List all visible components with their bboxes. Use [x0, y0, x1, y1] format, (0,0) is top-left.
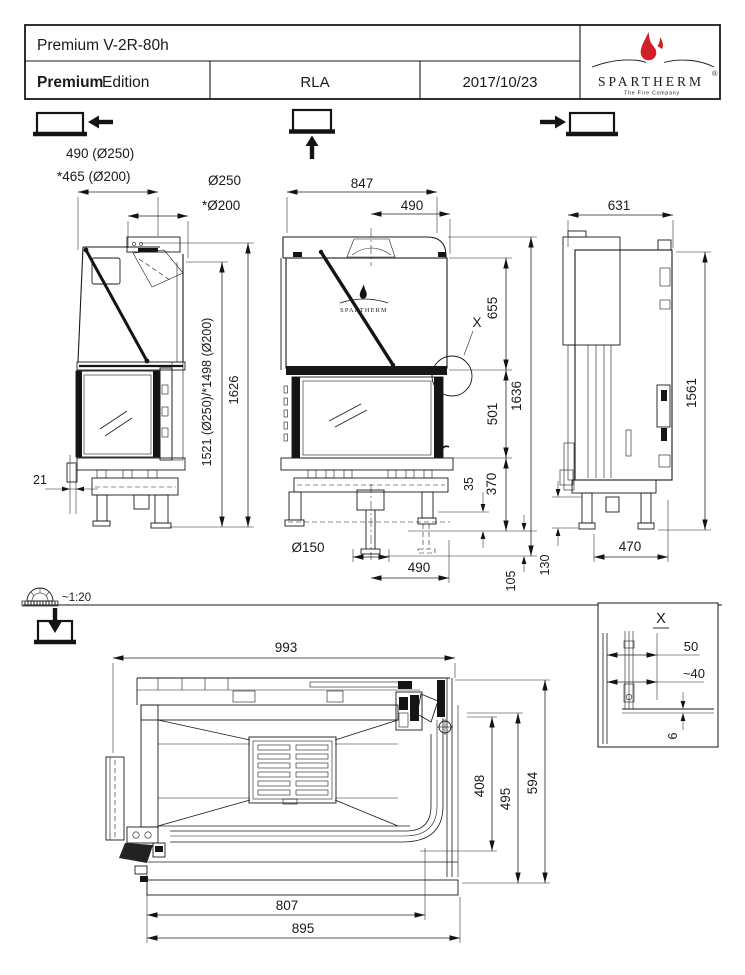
door-lift-cable — [319, 251, 395, 366]
dim-side-depth: 631 — [608, 198, 631, 213]
edition-label-light: Edition — [102, 74, 149, 91]
dim-leg-span: 470 — [619, 539, 642, 554]
dim-total-height-front: 1636 — [509, 381, 524, 411]
detail-x-circle — [431, 355, 473, 397]
corner-mechanism-left — [119, 826, 166, 875]
model-title: Premium V-2R-80h — [37, 37, 169, 54]
side-duct-box — [105, 756, 125, 841]
dim-leg-height: 130 — [538, 555, 552, 576]
edition-label-bold: Premium — [37, 74, 103, 91]
dim-glass-height: 501 — [485, 403, 500, 426]
title-block: Premium V-2R-80h Premium Edition RLA 201… — [24, 24, 721, 100]
dim-flue-center-to-edge: 490 — [401, 198, 424, 213]
dim-base-height: 370 — [484, 473, 499, 496]
detail-x-callout: X — [472, 315, 481, 330]
dim-flue-offset-250: 490 (Ø250) — [66, 146, 134, 161]
front-view: SPARTHERM X — [280, 228, 482, 560]
convection-box — [562, 236, 621, 346]
dim-left-gap: 21 — [33, 473, 47, 487]
dim-total-height-side-right: 1561 — [684, 378, 699, 408]
pedestal — [356, 489, 385, 511]
brand-logo: SPARTHERM ® The Fire Company — [591, 31, 718, 97]
view-direction-icons — [33, 108, 618, 159]
corner-mechanism-right — [395, 691, 453, 735]
dim-front-width: 847 — [351, 176, 374, 191]
dim-overall-depth: 594 — [525, 771, 540, 794]
scale-indicator: ~1:20 — [21, 587, 91, 607]
grate-slats — [257, 744, 329, 796]
small-flame-icon — [359, 284, 367, 299]
dim-glass-width: 807 — [276, 898, 299, 913]
dim-flue-height: 1521 (Ø250)/*1498 (Ø200) — [200, 318, 214, 467]
dim-upper-section-height: 655 — [485, 297, 500, 320]
dim-flue-dia-200: *Ø200 — [202, 198, 240, 213]
dim-body-width: 895 — [292, 921, 315, 936]
plan-view-icon — [34, 608, 76, 645]
dim-foot-adjust: 35 — [462, 477, 476, 491]
dim-overall-width: 993 — [275, 640, 298, 655]
arrow-down-icon — [48, 622, 62, 633]
detail-dim-reveal: 6 — [666, 732, 680, 739]
front-logo-text: SPARTHERM — [340, 307, 388, 314]
flue-collar — [346, 238, 396, 258]
revision-code: RLA — [300, 74, 329, 91]
arrow-right-icon — [555, 115, 566, 129]
view-icon-right — [540, 111, 618, 137]
dim-flue-dia-250: Ø250 — [208, 173, 241, 188]
dimensions-upper: 490 (Ø250) *465 (Ø200) Ø250 *Ø200 847 49… — [33, 146, 711, 591]
plan-view — [105, 677, 459, 896]
dim-foot-plate-dia: Ø150 — [291, 540, 324, 555]
door-latch — [438, 445, 450, 454]
view-icon-top — [289, 108, 335, 159]
scale-note: ~1:20 — [62, 592, 91, 604]
dimensions-plan: 993 807 895 408 495 594 — [112, 640, 550, 943]
brand-name: SPARTHERM — [598, 74, 704, 89]
grate — [248, 736, 337, 804]
detail-dim-glass-offset: 50 — [684, 639, 698, 654]
flame-flick-icon — [657, 37, 663, 49]
flame-icon — [640, 31, 657, 61]
registered-mark: ® — [712, 69, 718, 78]
dim-mid-depth: 495 — [498, 788, 513, 811]
arrow-up-icon — [305, 135, 319, 146]
dim-total-height-side-left: 1626 — [226, 376, 241, 405]
dim-pedestal-drop: 105 — [504, 571, 518, 592]
drawing-date: 2017/10/23 — [462, 74, 537, 91]
detail-x-view: X 50 ~40 6 — [597, 602, 719, 748]
left-side-view — [66, 236, 186, 529]
detail-x-title: X — [656, 611, 666, 627]
right-side-view — [559, 230, 673, 530]
dim-flue-offset-200: *465 (Ø200) — [57, 169, 131, 184]
door-lift-cable — [84, 249, 149, 362]
front-logo: SPARTHERM — [339, 284, 389, 314]
brand-tagline: The Fire Company — [624, 91, 680, 97]
view-icon-left — [33, 111, 113, 137]
dim-inner-depth: 408 — [472, 775, 487, 798]
arrow-left-icon — [88, 115, 99, 129]
dim-air-inlet-offset: 490 — [408, 560, 431, 575]
ruler-icon — [21, 600, 59, 607]
detail-dim-gap: ~40 — [683, 666, 705, 681]
front-glass-pane — [170, 734, 432, 832]
